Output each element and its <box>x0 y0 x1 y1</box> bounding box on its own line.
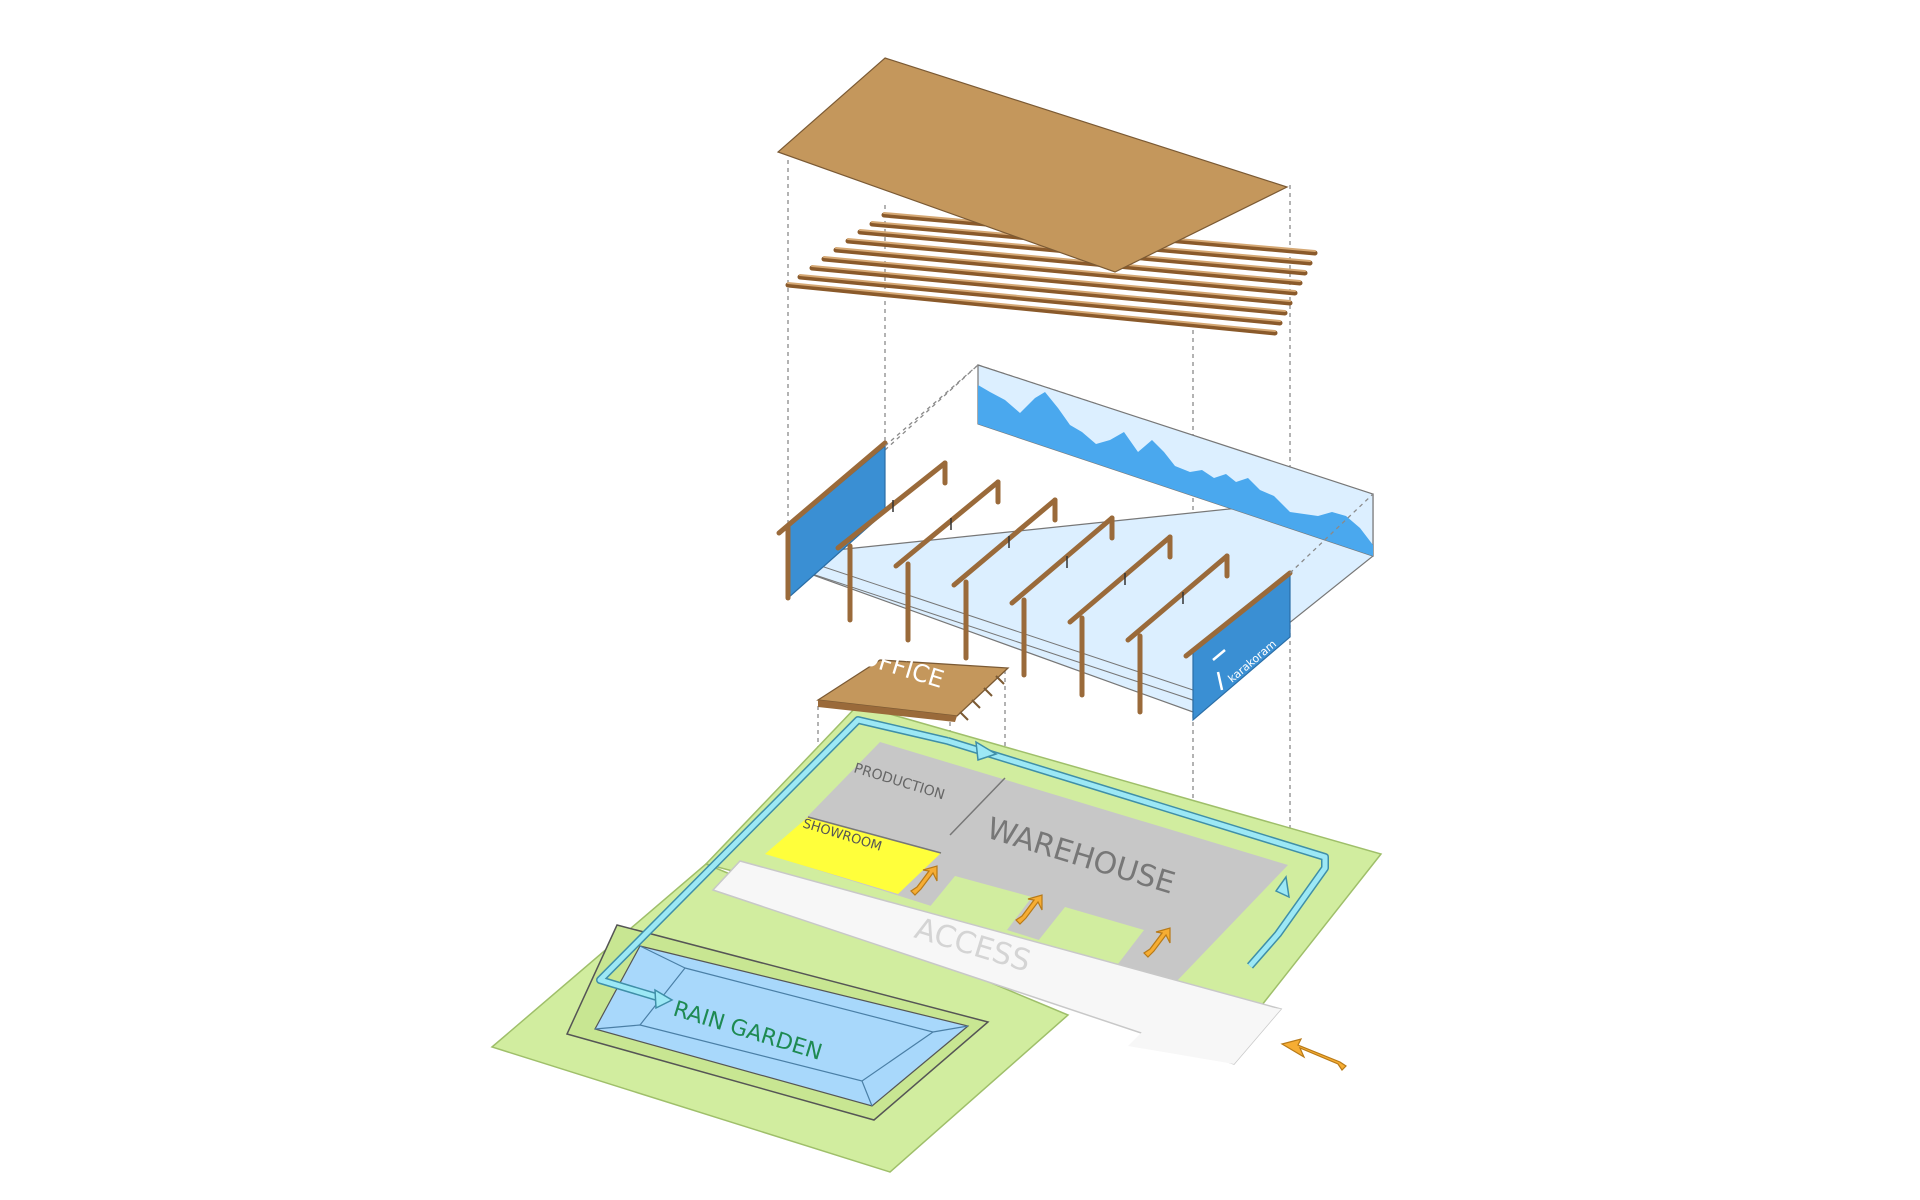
roof-purlins <box>785 212 1318 336</box>
orange-arrow-icon <box>910 865 938 896</box>
orange-arrow-icon <box>1143 927 1171 958</box>
frame-ties <box>892 500 1184 604</box>
office-slab <box>816 659 1010 722</box>
access-road-extension <box>1128 994 1281 1064</box>
entry-arrow-icon <box>1280 1038 1347 1071</box>
roof-slab <box>776 57 1289 273</box>
showroom-zone <box>765 817 941 894</box>
water-arrow-icon <box>975 740 998 762</box>
timber-frames <box>776 440 1293 715</box>
mountain-silhouette <box>978 385 1373 556</box>
brand-logo-mark <box>1212 649 1226 691</box>
rainwater-flow-path <box>596 716 1329 1010</box>
entry-arrows <box>910 865 1347 1071</box>
water-arrow-icon <box>1274 875 1290 899</box>
site-ground-plan <box>490 704 1383 1173</box>
loading-bay-2 <box>1038 907 1144 964</box>
building-floor <box>770 742 1288 983</box>
loading-bay-1 <box>928 876 1032 930</box>
water-arrow-icon <box>654 988 674 1010</box>
orange-arrow-icon <box>1015 894 1043 925</box>
frame-structure-level: karakoram <box>776 364 1374 722</box>
